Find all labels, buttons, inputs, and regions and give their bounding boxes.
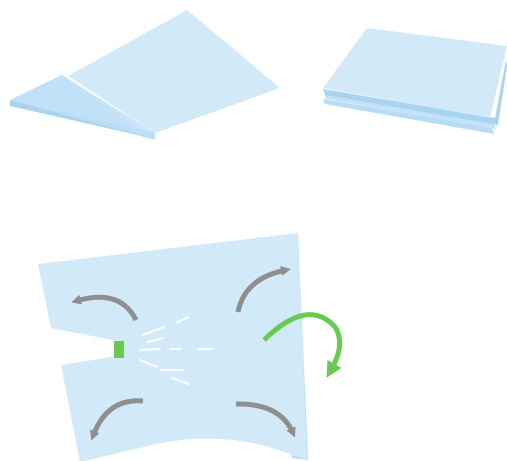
spray-line [140, 349, 160, 350]
spray-nozzle-icon [114, 341, 124, 358]
stacked-sheets [323, 28, 507, 134]
folded-open-sheet [10, 10, 280, 140]
spray-separate-sheet [38, 233, 340, 461]
separated-sheet [38, 233, 307, 461]
